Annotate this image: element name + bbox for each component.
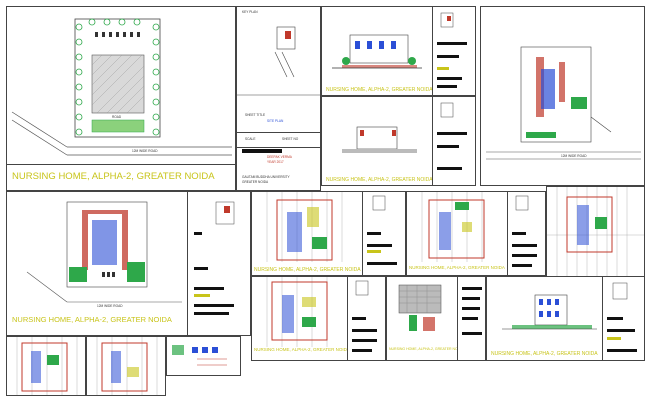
ground-floor-title-block: [362, 192, 405, 275]
first-floor-sheet[interactable]: NURSING HOME, ALPHA-2, GREATER NOIDA: [406, 191, 546, 276]
section-drawing: [342, 126, 417, 153]
front-elevation-title: NURSING HOME, ALPHA-2, GREATER NOIDA: [491, 351, 598, 357]
right-site-drawing: [486, 46, 641, 160]
bottom-detail-sheet[interactable]: [166, 336, 241, 376]
bottom-plan-2-sheet[interactable]: [86, 336, 166, 396]
elevation-sheet[interactable]: NURSING HOME, ALPHA-2, GREATER NOIDA: [321, 6, 476, 96]
site-plan-main-sheet[interactable]: 12M WIDE ROAD ROAD NURSING HOME, ALPHA-2…: [6, 6, 236, 191]
section-title-block: [432, 97, 475, 185]
first-floor-title: NURSING HOME, ALPHA-2, GREATER NOIDA: [409, 265, 505, 270]
bottom-plan-1-drawing: [16, 337, 78, 395]
ground-floor-sheet[interactable]: NURSING HOME, ALPHA-2, GREATER NOIDA: [251, 191, 406, 276]
site-plan-main-title: NURSING HOME, ALPHA-2, GREATER NOIDA: [12, 171, 215, 182]
site-plan-2-drawing: [26, 201, 182, 303]
year-label: YEAR 2017: [267, 160, 284, 164]
second-floor-drawing: [266, 277, 328, 347]
university-label: GAUTAM BUDDHA UNIVERSITY: [242, 175, 290, 179]
section-sheet[interactable]: NURSING HOME, ALPHA-2, GREATER NOIDA: [321, 96, 476, 186]
site-plan-2-title-block: [187, 192, 250, 335]
scale-label: SCALE: [245, 137, 256, 141]
first-floor-drawing: [421, 192, 485, 262]
elevation-title-block: [432, 7, 475, 95]
section-title: NURSING HOME, ALPHA-2, GREATER NOIDA: [326, 177, 433, 183]
title-divider: [7, 164, 235, 165]
key-plan-heading: KEY PLAN: [242, 10, 258, 14]
bottom-detail-drawing: [172, 345, 227, 366]
elevation-drawing: [332, 34, 422, 69]
grid-plan-drawing: [547, 187, 644, 277]
redaction-bar: [242, 149, 282, 153]
city-label: GREATER NOIDA: [242, 180, 269, 184]
second-floor-sheet[interactable]: NURSING HOME, ALPHA-2, GREATER NOIDA: [251, 276, 386, 361]
ground-floor-drawing: [266, 192, 343, 262]
front-elevation-title-block: [602, 277, 644, 360]
designer-name: DEEPAK VERMA: [267, 155, 292, 159]
roof-plan-title: NURSING HOME, ALPHA-2, GREATER NOIDA: [389, 347, 464, 351]
grid-plan-sheet[interactable]: [546, 186, 645, 281]
site-plan-2-title: NURSING HOME, ALPHA-2, GREATER NOIDA: [12, 315, 172, 324]
front-elevation-sheet[interactable]: NURSING HOME, ALPHA-2, GREATER NOIDA: [486, 276, 645, 361]
front-elevation-drawing: [502, 294, 597, 330]
right-road-label: 12M WIDE ROAD: [561, 154, 587, 158]
road-label-2: ROAD: [112, 115, 122, 119]
key-plan-sheet[interactable]: KEY PLAN SHEET TITLE SITE PLAN SCALE SHE…: [236, 6, 321, 191]
bottom-plan-1-sheet[interactable]: [6, 336, 86, 396]
roof-plan-title-block: [457, 277, 485, 360]
first-floor-title-block: [507, 192, 545, 275]
ground-floor-title: NURSING HOME, ALPHA-2, GREATER NOIDA: [254, 267, 361, 273]
key-plan-drawing: [237, 26, 320, 96]
sheet-title-value: SITE PLAN: [267, 119, 284, 123]
roof-plan-sheet[interactable]: NURSING HOME, ALPHA-2, GREATER NOIDA: [386, 276, 486, 361]
sheet-no-label: SHEET NO: [282, 137, 299, 141]
bottom-plan-2-drawing: [96, 337, 158, 395]
road-label: 12M WIDE ROAD: [132, 149, 158, 153]
site-plan-2-road-label: 12M WIDE ROAD: [97, 304, 123, 308]
sheet-title-label: SHEET TITLE: [245, 113, 266, 117]
right-site-sheet[interactable]: 12M WIDE ROAD: [480, 6, 645, 186]
site-plan-drawing: [11, 18, 232, 156]
elevation-title: NURSING HOME, ALPHA-2, GREATER NOIDA: [326, 87, 433, 93]
site-plan-2-sheet[interactable]: 12M WIDE ROAD NURSING HOME, ALPHA-2, GRE…: [6, 191, 251, 336]
roof-plan-drawing: [398, 284, 442, 331]
second-floor-title: NURSING HOME, ALPHA-2, GREATER NOIDA: [254, 347, 350, 352]
second-floor-title-block: [347, 277, 385, 360]
